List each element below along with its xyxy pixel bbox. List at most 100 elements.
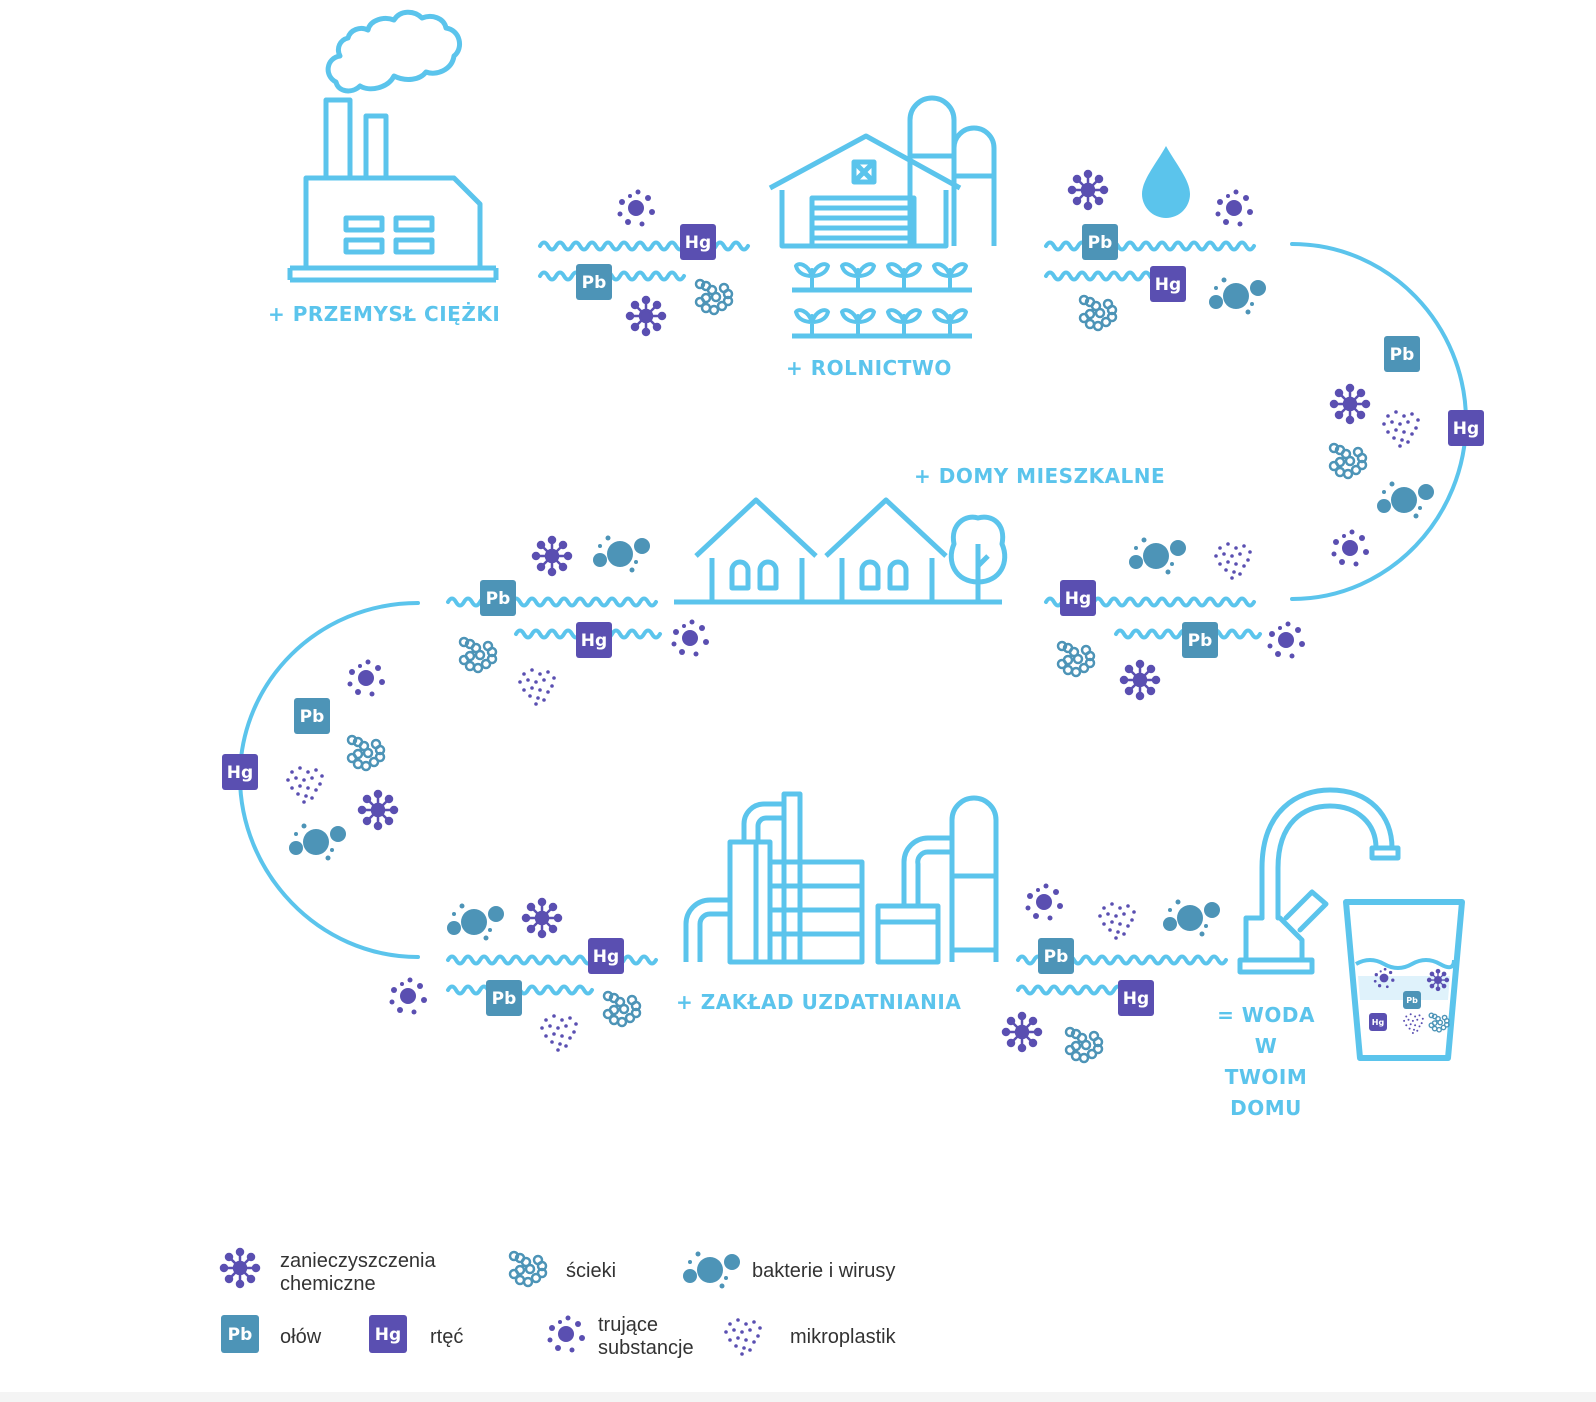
water-wave (446, 954, 658, 966)
water-glass-icon (1343, 899, 1465, 1061)
micro-particle-icon (518, 668, 556, 706)
legend-mercury-badge: Hg (369, 1315, 407, 1353)
result-line-1: = WODA W (1217, 1003, 1315, 1058)
svg-text:Hg: Hg (581, 631, 607, 651)
sewage-particle-icon (1428, 1012, 1450, 1033)
legend-chemical-line-2: chemiczne (280, 1273, 376, 1295)
toxic-particle-icon (347, 659, 385, 697)
sprout-icon (793, 308, 831, 336)
sewage-particle-icon (458, 636, 498, 674)
sprout-icon (931, 262, 969, 290)
legend-lead-badge: Pb (221, 1315, 259, 1353)
sprout-icon (839, 308, 877, 336)
bacteria-particle-icon (1129, 537, 1186, 575)
chem-particle-icon (1001, 1011, 1043, 1053)
sewage-particle-icon (346, 734, 386, 772)
toxic-particle-icon (1331, 529, 1369, 567)
mercury-badge: Hg (588, 938, 624, 974)
crop-sprouts (793, 262, 969, 336)
sprout-icon (793, 262, 831, 290)
toxic-particle-icon (1215, 189, 1253, 227)
bacteria-particle-icon (593, 535, 650, 573)
svg-text:Pb: Pb (1390, 345, 1415, 365)
bacteria-particle-icon (447, 903, 504, 941)
label-treatment-plant: + ZAKŁAD UZDATNIANIA (676, 990, 962, 1014)
water-drop-icon (1142, 146, 1190, 218)
label-heavy-industry: + PRZEMYSŁ CIĘŻKI (268, 302, 501, 326)
legend-toxic-label: trujące substancje (598, 1314, 694, 1360)
flow-curve-right (1290, 242, 1469, 601)
result-line-2: TWOIM (1224, 1065, 1308, 1089)
micro-particle-icon (286, 766, 324, 804)
micro-particle-icon (1403, 1013, 1424, 1034)
mercury-badge: Hg (1150, 266, 1186, 302)
legend-microplastic-label: mikroplastik (790, 1326, 896, 1348)
label-agriculture: + ROLNICTWO (786, 356, 952, 380)
legend-mercury-label: rtęć (430, 1326, 464, 1348)
sewage-particle-icon (1328, 442, 1368, 480)
bacteria-particle-icon (289, 823, 346, 861)
toxic-particle-icon (1025, 883, 1063, 921)
micro-particle-icon (1382, 410, 1420, 448)
chem-particle-icon (1067, 169, 1109, 211)
mercury-badge: Hg (1369, 1013, 1387, 1031)
chem-particle-icon (1329, 383, 1371, 425)
water-wave (446, 596, 658, 608)
label-residential-homes: + DOMY MIESZKALNE (914, 464, 1166, 488)
bacteria-particle-icon (1163, 899, 1220, 937)
toxic-particle-icon (1267, 621, 1305, 659)
micro-particle-icon (1098, 902, 1136, 940)
legend-bacteria-icon (683, 1251, 740, 1289)
water-wave (1016, 984, 1132, 996)
treatment-plant-icon (683, 791, 999, 965)
svg-text:Pb: Pb (1044, 947, 1069, 967)
svg-text:Hg: Hg (375, 1325, 401, 1345)
micro-particle-icon (540, 1014, 578, 1052)
toxic-particle-icon (617, 189, 655, 227)
farm-icon (768, 95, 997, 339)
svg-text:Hg: Hg (1453, 419, 1479, 439)
legend-toxic-line-1: trujące (598, 1314, 659, 1336)
sewage-particle-icon (694, 278, 734, 316)
sprout-icon (839, 262, 877, 290)
toxic-particle-icon (671, 619, 709, 657)
mercury-badge: Hg (576, 622, 612, 658)
svg-text:Pb: Pb (300, 707, 325, 727)
bacteria-particle-icon (1209, 277, 1266, 315)
legend-toxic-icon (547, 1315, 585, 1353)
lead-badge: Pb (1082, 224, 1118, 260)
svg-text:Hg: Hg (1123, 989, 1149, 1009)
sewage-particle-icon (602, 990, 642, 1028)
houses-icon (674, 497, 1008, 605)
sprout-icon (885, 262, 923, 290)
lead-badge: Pb (1403, 991, 1421, 1009)
svg-text:Hg: Hg (227, 763, 253, 783)
sewage-particle-icon (1056, 640, 1096, 678)
toxic-particle-icon (389, 977, 427, 1015)
svg-text:Pb: Pb (1088, 233, 1113, 253)
svg-text:Hg: Hg (1065, 589, 1091, 609)
svg-text:Hg: Hg (1155, 275, 1181, 295)
legend-bacteria-label: bakterie i wirusy (752, 1260, 896, 1282)
chem-particle-icon (1426, 968, 1450, 992)
svg-text:Pb: Pb (1406, 996, 1418, 1005)
lead-badge: Pb (1038, 938, 1074, 974)
legend-lead-label: ołów (280, 1326, 322, 1348)
water-wave (1044, 270, 1160, 282)
factory-icon (287, 9, 499, 283)
sewage-particle-icon (1064, 1026, 1104, 1064)
lead-badge: Pb (576, 264, 612, 300)
bacteria-particle-icon (1377, 481, 1434, 519)
lead-badge: Pb (294, 698, 330, 734)
svg-text:Pb: Pb (486, 589, 511, 609)
legend-toxic-line-2: substancje (598, 1337, 694, 1359)
svg-text:Hg: Hg (685, 233, 711, 253)
sprout-icon (885, 308, 923, 336)
chem-particle-icon (357, 789, 399, 831)
svg-text:Pb: Pb (492, 989, 517, 1009)
micro-particle-icon (1214, 542, 1252, 580)
chem-particle-icon (625, 295, 667, 337)
svg-text:Pb: Pb (582, 273, 607, 293)
